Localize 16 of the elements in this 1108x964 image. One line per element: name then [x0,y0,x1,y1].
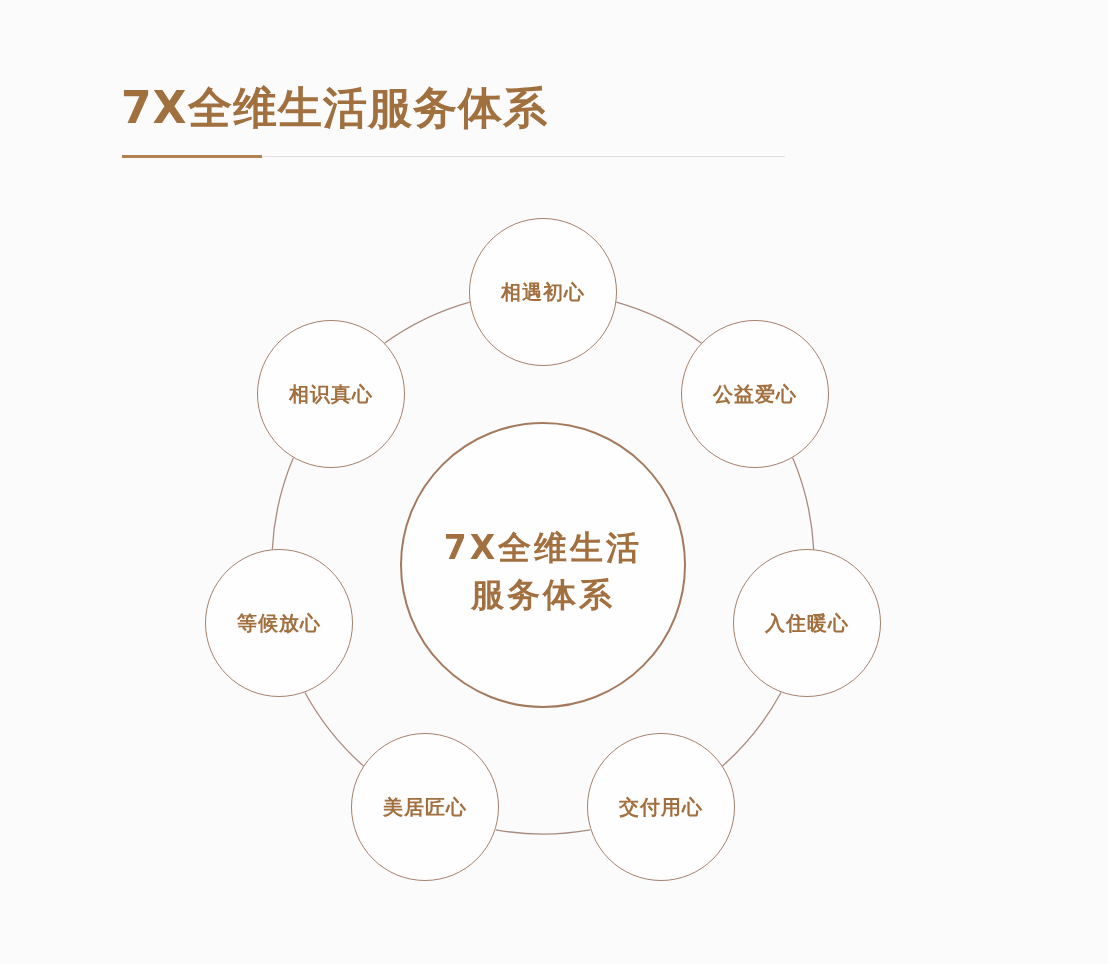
ring-arc [271,457,294,551]
ring-arc [721,691,782,767]
circle-label: 相识真心 [289,382,374,407]
hub-label: 7X全维生活服务体系 [442,527,644,616]
circle-label: 美居匠心 [383,795,468,820]
circle-label: 公益爱心 [712,382,797,407]
circle-label: 等候放心 [236,611,321,636]
ring-arc [384,301,471,344]
page-title: 7X全维生活服务体系 [121,83,548,133]
ring-arc [615,301,702,344]
circle-label: 入住暖心 [765,611,850,636]
ring-arc [792,457,815,551]
ring-arc [304,691,365,767]
circle-label: 交付用心 [618,795,703,820]
ring-arc [495,829,591,835]
circle-label: 相遇初心 [501,280,585,304]
